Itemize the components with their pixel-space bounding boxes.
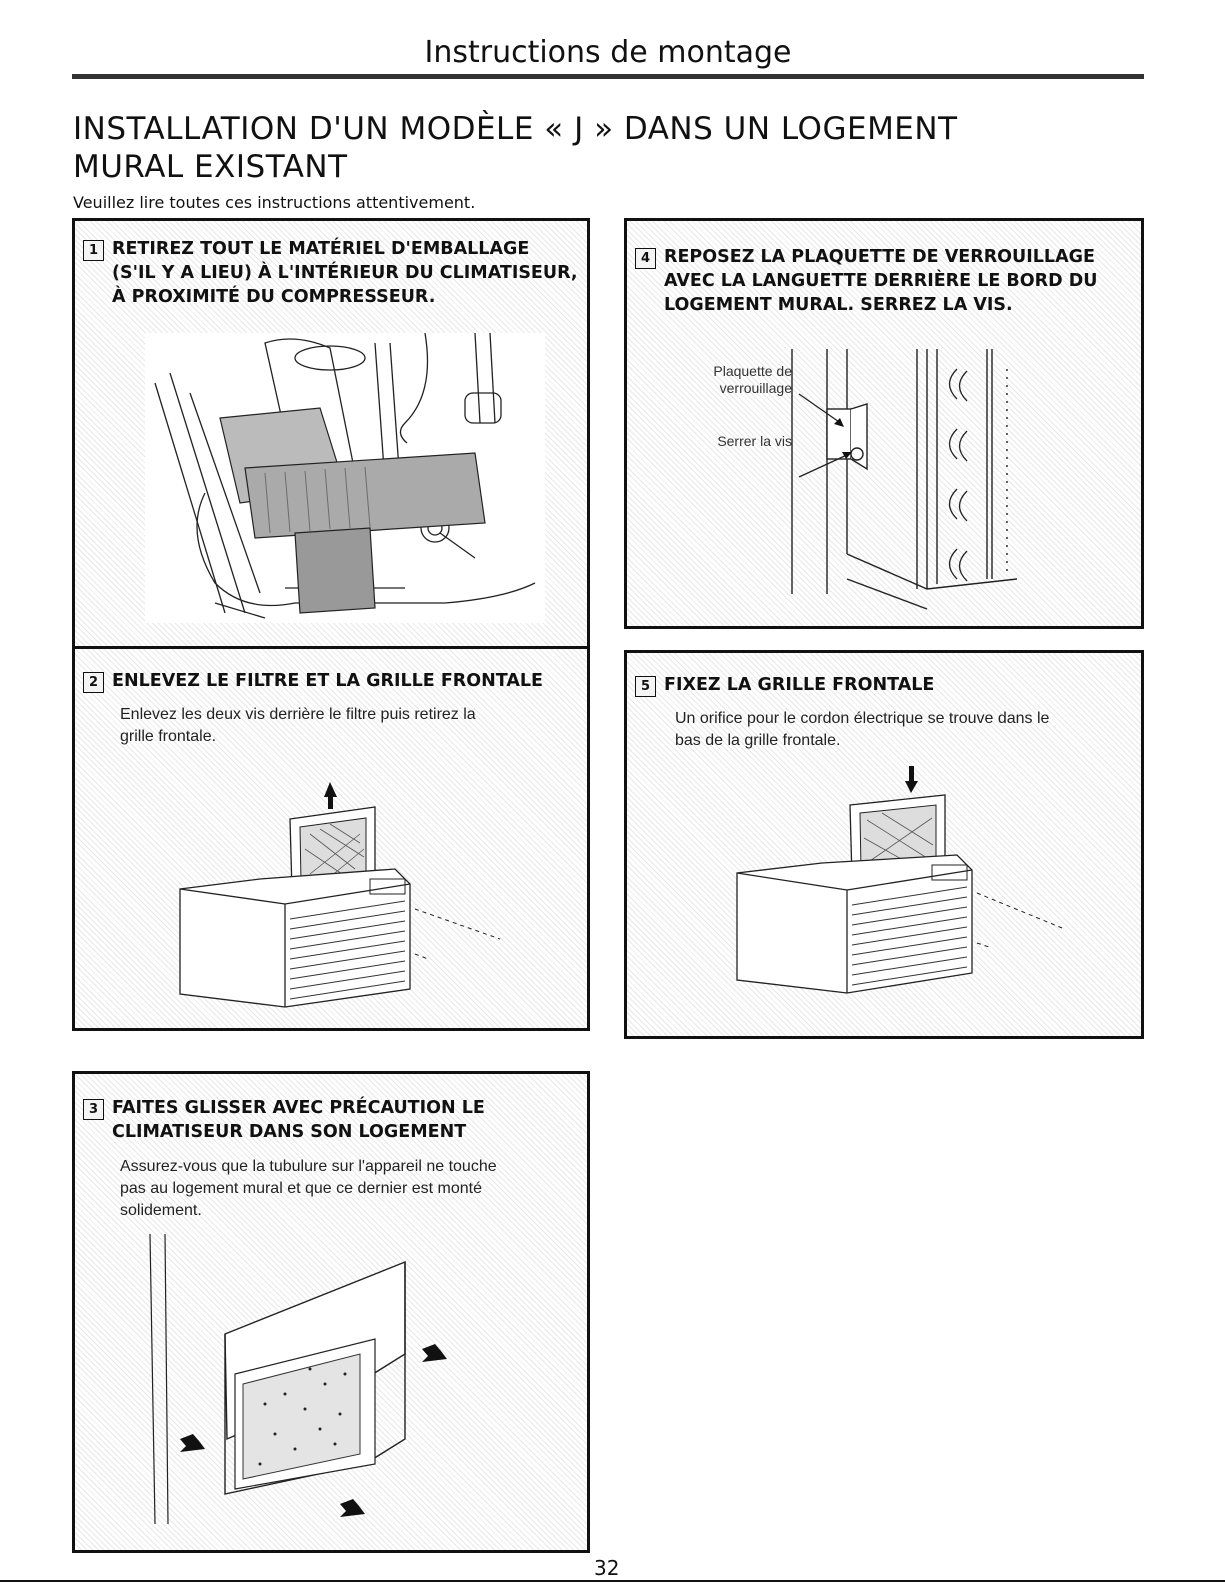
- step-1-compressor-illustration: [145, 333, 545, 623]
- step-4-header: 4 REPOSEZ LA PLAQUETTE DE VERROUILLAGE A…: [635, 245, 1140, 317]
- step-2-panel: 2 ENLEVEZ LE FILTRE ET LA GRILLE FRONTAL…: [72, 646, 590, 1031]
- screw-label: Serrer la vis: [717, 433, 792, 449]
- step-3-header: 3 FAITES GLISSER AVEC PRÉCAUTION LE CLIM…: [83, 1096, 583, 1144]
- arrow-icon: [422, 1344, 447, 1362]
- step-2-body: Enlevez les deux vis derrière le filtre …: [120, 706, 476, 745]
- step-2-title: ENLEVEZ LE FILTRE ET LA GRILLE FRONTALE: [112, 671, 544, 691]
- step-3-slide-unit-illustration: [149, 1234, 447, 1525]
- arrow-icon: [340, 1499, 365, 1517]
- plate-label-line-1: Plaquette de: [713, 363, 792, 379]
- step-5-header: 5 FIXEZ LA GRILLE FRONTALE: [635, 673, 1140, 697]
- step-4-panel: 4 REPOSEZ LA PLAQUETTE DE VERROUILLAGE A…: [624, 218, 1144, 629]
- step-1-number: 1: [83, 240, 104, 261]
- step-1-panel: 1 RETIREZ TOUT LE MATÉRIEL D'EMBALLAGE (…: [72, 218, 590, 651]
- step-5-number: 5: [635, 676, 656, 697]
- step-3-title: FAITES GLISSER AVEC PRÉCAUTION LE CLIMAT…: [112, 1098, 485, 1142]
- arrow-icon: [180, 1434, 205, 1452]
- step-3-body: Assurez-vous que la tubulure sur l'appar…: [120, 1158, 497, 1219]
- step-5-title: FIXEZ LA GRILLE FRONTALE: [664, 675, 935, 695]
- step-3-panel: 3 FAITES GLISSER AVEC PRÉCAUTION LE CLIM…: [72, 1071, 590, 1553]
- page-subtitle: Veuillez lire toutes ces instructions at…: [73, 193, 476, 212]
- step-1-header: 1 RETIREZ TOUT LE MATÉRIEL D'EMBALLAGE (…: [83, 237, 583, 309]
- page-number: 32: [594, 1556, 620, 1580]
- page-title-line-1: INSTALLATION D'UN MODÈLE « J » DANS UN L…: [73, 111, 958, 147]
- section-header: Instructions de montage: [424, 35, 792, 70]
- step-3-number: 3: [83, 1099, 104, 1120]
- step-4-number: 4: [635, 248, 656, 269]
- step-2-remove-filter-illustration: [179, 782, 501, 1008]
- arrow-down-icon: [905, 766, 918, 793]
- step-5-panel: 5 FIXEZ LA GRILLE FRONTALE Un orifice po…: [624, 650, 1144, 1039]
- page-title-line-2: MURAL EXISTANT: [73, 149, 348, 185]
- plate-label-line-2: verrouillage: [720, 380, 793, 396]
- step-2-number: 2: [83, 672, 104, 693]
- step-2-header: 2 ENLEVEZ LE FILTRE ET LA GRILLE FRONTAL…: [83, 669, 583, 693]
- arrow-up-icon: [324, 782, 337, 809]
- page-title: INSTALLATION D'UN MODÈLE « J » DANS UN L…: [73, 110, 1133, 186]
- step-4-locking-plate-illustration: Plaquette de verrouillage Serrer la vis: [713, 349, 1018, 610]
- step-5-body: Un orifice pour le cordon électrique se …: [675, 710, 1050, 749]
- footer-rule: [0, 1580, 1225, 1582]
- header-rule: [72, 74, 1144, 79]
- step-4-title: REPOSEZ LA PLAQUETTE DE VERROUILLAGE AVE…: [664, 247, 1098, 315]
- step-1-title: RETIREZ TOUT LE MATÉRIEL D'EMBALLAGE (S'…: [112, 239, 578, 307]
- step-5-attach-grille-illustration: [736, 766, 1063, 994]
